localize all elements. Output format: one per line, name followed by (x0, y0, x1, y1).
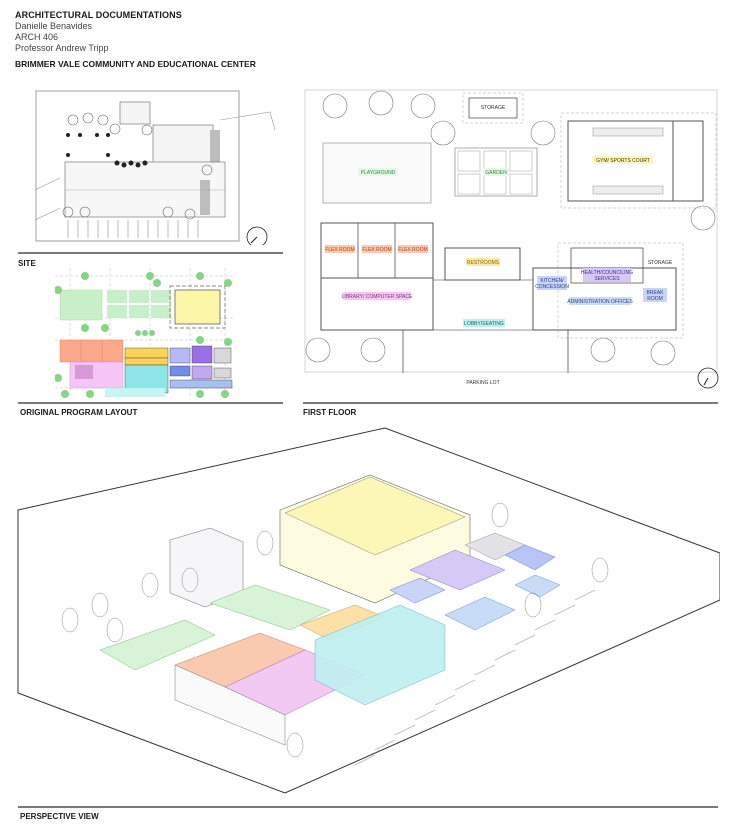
professor-name: Professor Andrew Tripp (15, 43, 109, 53)
room-break-line1: BREAK (647, 290, 665, 296)
room-kitchen-line1: KITCHEN/ (540, 278, 564, 284)
site-plan (34, 90, 276, 248)
site-divider (18, 252, 283, 254)
room-garden: GARDEN (485, 170, 507, 176)
room-flex-1: FLEX ROOM (325, 247, 354, 253)
north-arrow-icon (697, 367, 719, 389)
room-library: LIBRARY/ COMPUTER SPACE (342, 294, 413, 300)
room-flex-2: FLEX ROOM (362, 247, 391, 253)
author-name: Danielle Benavides (15, 21, 93, 31)
perspective-view (15, 425, 721, 800)
perspective-label: PERSPECTIVE VIEW (20, 812, 99, 821)
first-floor-divider (303, 402, 718, 404)
course-code: ARCH 406 (15, 32, 59, 42)
room-admin: ADMINISTRATION OFFICES (567, 299, 633, 305)
program-layout-diagram (54, 268, 235, 398)
room-kitchen-line2: CONCESSION (535, 284, 569, 290)
room-break-line2: ROOM (647, 296, 663, 302)
program-divider (18, 402, 283, 404)
first-floor-plan: STORAGE PLAYGROUND GARDEN GYM/ SPORTS CO… (303, 88, 723, 393)
project-title: BRIMMER VALE COMMUNITY AND EDUCATIONAL C… (15, 59, 256, 69)
room-playground: PLAYGROUND (361, 170, 396, 176)
site-label: SITE (18, 259, 36, 268)
room-gym: GYM/ SPORTS COURT (596, 158, 650, 164)
room-storage-top: STORAGE (481, 105, 506, 111)
room-health-line2: SERVICES (594, 276, 620, 282)
north-arrow-icon (246, 226, 268, 248)
room-lobby: LOBBY/SEATING (464, 321, 504, 327)
parking-lot-label: PARKING LOT (466, 380, 499, 386)
first-floor-label: FIRST FLOOR (303, 408, 357, 417)
room-restrooms: RESTROOMS (467, 260, 500, 266)
program-label: ORIGINAL PROGRAM LAYOUT (20, 408, 138, 417)
document-title: ARCHITECTURAL DOCUMENTATIONS (15, 10, 182, 20)
room-storage-right: STORAGE (648, 260, 673, 266)
room-health-line1: HEALTH/COUNCILING (581, 270, 633, 276)
perspective-divider (18, 806, 718, 808)
room-flex-3: FLEX ROOM (398, 247, 427, 253)
